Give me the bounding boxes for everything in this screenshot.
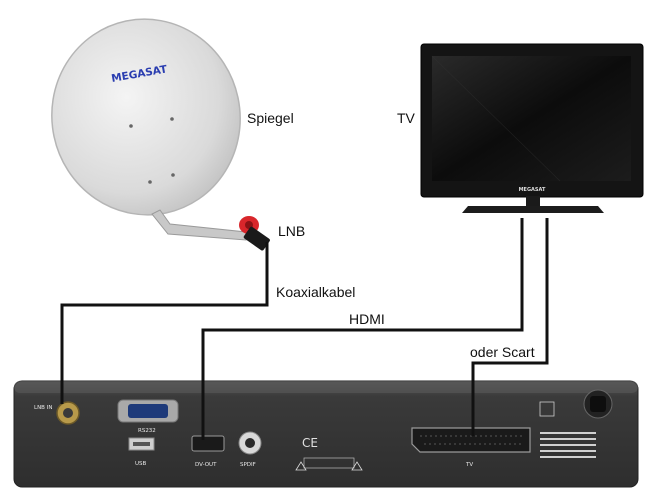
receiver-rear-panel: LNB IN RS232 USB DV-OUT SPDIF CE bbox=[13, 380, 639, 488]
scart-cable bbox=[471, 218, 549, 436]
coax-label: Koaxialkabel bbox=[276, 284, 355, 300]
tv-screen bbox=[432, 56, 631, 181]
usb-port: USB bbox=[128, 437, 155, 467]
dish-label: Spiegel bbox=[247, 110, 294, 126]
tv-neck bbox=[526, 196, 540, 206]
lnb-label: LNB bbox=[278, 223, 305, 239]
satellite-dish: MEGASAT bbox=[51, 18, 270, 251]
rs232-port: RS232 bbox=[117, 399, 179, 434]
ce-mark: CE bbox=[302, 436, 318, 450]
tv-stand bbox=[462, 206, 604, 213]
cables bbox=[60, 218, 549, 440]
scart-label-text: oder Scart bbox=[470, 344, 535, 360]
television: MEGASAT bbox=[420, 43, 644, 213]
lnb-in-label: LNB IN bbox=[34, 405, 52, 411]
hdmi-label: HDMI bbox=[349, 311, 385, 327]
coax-cable bbox=[60, 242, 269, 404]
lnb-in-port: LNB IN bbox=[34, 401, 80, 425]
lnb-device bbox=[239, 216, 270, 251]
rs232-label: RS232 bbox=[138, 428, 156, 434]
hdmi-out-label: DV-OUT bbox=[195, 462, 217, 468]
tv-label: TV bbox=[397, 110, 416, 126]
hdmi-cable bbox=[201, 218, 524, 440]
dish-arm bbox=[151, 209, 247, 241]
scart-port: TV bbox=[411, 427, 531, 468]
tv-brand: MEGASAT bbox=[519, 187, 546, 193]
spdif-label: SPDIF bbox=[240, 462, 256, 468]
scart-label: TV bbox=[465, 462, 473, 468]
spdif-port: SPDIF bbox=[238, 431, 262, 468]
hdmi-out-port: DV-OUT bbox=[191, 435, 225, 468]
dish-reflector bbox=[51, 18, 241, 216]
usb-label: USB bbox=[135, 461, 147, 467]
